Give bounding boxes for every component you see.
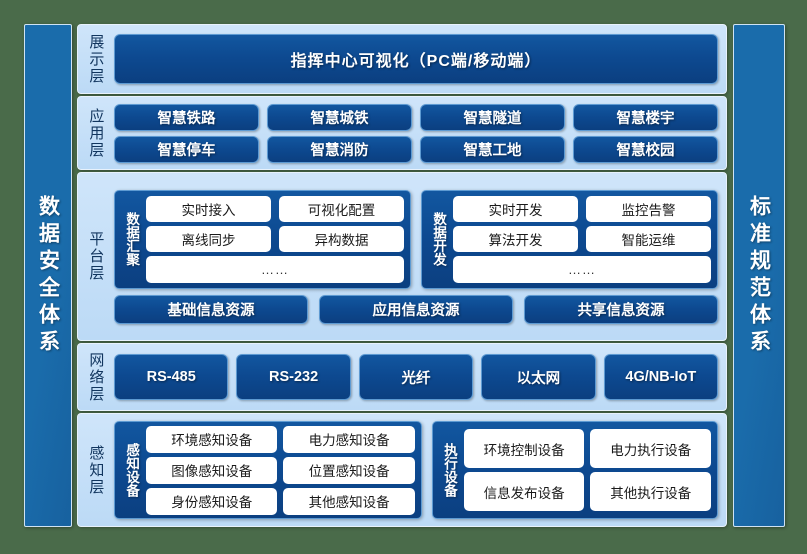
actuator-row-2: 信息发布设备 其他执行设备 <box>463 472 712 511</box>
platform-group-data-development: 数据开发 实时开发 监控告警 算法开发 智能运维 …… <box>421 189 718 289</box>
cell-development-more[interactable]: …… <box>453 255 711 283</box>
cell-algorithm-development[interactable]: 算法开发 <box>453 225 578 252</box>
app-chip-smart-campus[interactable]: 智慧校园 <box>573 135 718 163</box>
cell-other-sensor[interactable]: 其他感知设备 <box>283 487 415 515</box>
layer-platform-body: 数据汇聚 实时接入 可视化配置 离线同步 异构数据 …… <box>112 173 726 340</box>
platform-groups: 数据汇聚 实时接入 可视化配置 离线同步 异构数据 …… <box>114 189 718 289</box>
right-pillar-label: 标准规范体系 <box>747 194 771 357</box>
sensing-group-actuator-devices-label: 执行设备 <box>441 443 457 497</box>
platform-group-data-aggregation-cells: 实时接入 可视化配置 离线同步 异构数据 …… <box>146 195 404 283</box>
platform-group-data-aggregation-label: 数据汇聚 <box>124 212 140 266</box>
cell-identity-sensor[interactable]: 身份感知设备 <box>146 487 278 515</box>
left-pillar-label: 数据安全体系 <box>36 194 60 357</box>
cell-image-sensor[interactable]: 图像感知设备 <box>146 456 278 484</box>
cell-other-actuator[interactable]: 其他执行设备 <box>590 472 712 511</box>
sensor-row-1: 环境感知设备 电力感知设备 <box>146 425 415 453</box>
right-pillar-standards: 标准规范体系 <box>733 24 785 527</box>
layer-platform: 平台层 数据汇聚 实时接入 可视化配置 离线同步 异构数据 <box>77 172 727 341</box>
aggregation-row-2: 离线同步 异构数据 <box>146 225 404 252</box>
layer-display: 展示层 指挥中心可视化（PC端/移动端） <box>77 24 727 94</box>
network-chip-4g-nbiot[interactable]: 4G/NB-IoT <box>603 354 719 400</box>
cell-power-actuator[interactable]: 电力执行设备 <box>590 429 712 468</box>
application-row-1: 智慧铁路 智慧城铁 智慧隧道 智慧楼宇 <box>114 103 718 131</box>
layer-network-label: 网络层 <box>87 351 105 403</box>
platform-group-data-development-label: 数据开发 <box>431 212 447 266</box>
cell-environment-control[interactable]: 环境控制设备 <box>463 429 585 468</box>
resource-chip-application-information[interactable]: 应用信息资源 <box>319 294 513 324</box>
cell-offline-sync[interactable]: 离线同步 <box>146 225 271 252</box>
network-chip-rs232[interactable]: RS-232 <box>236 354 351 400</box>
layer-display-label: 展示层 <box>87 33 105 85</box>
cell-heterogeneous-data[interactable]: 异构数据 <box>279 225 404 252</box>
sensing-group-actuator-devices: 执行设备 环境控制设备 电力执行设备 信息发布设备 其他执行设备 <box>431 421 718 519</box>
sensor-row-3: 身份感知设备 其他感知设备 <box>146 487 415 515</box>
cell-aggregation-more[interactable]: …… <box>146 255 404 283</box>
platform-group-data-aggregation: 数据汇聚 实时接入 可视化配置 离线同步 异构数据 …… <box>114 189 411 289</box>
layer-display-body: 指挥中心可视化（PC端/移动端） <box>112 25 726 93</box>
aggregation-row-1: 实时接入 可视化配置 <box>146 195 404 222</box>
cell-intelligent-ops[interactable]: 智能运维 <box>586 225 711 252</box>
cell-location-sensor[interactable]: 位置感知设备 <box>283 456 415 484</box>
app-chip-smart-construction-site[interactable]: 智慧工地 <box>420 135 565 163</box>
resource-chip-shared-information[interactable]: 共享信息资源 <box>524 294 718 324</box>
layer-network-body: RS-485 RS-232 光纤 以太网 4G/NB-IoT <box>112 344 726 410</box>
cell-monitoring-alarm[interactable]: 监控告警 <box>586 195 711 222</box>
sensor-row-2: 图像感知设备 位置感知设备 <box>146 456 415 484</box>
sensing-groups: 感知设备 环境感知设备 电力感知设备 图像感知设备 位置感知设备 身份感知设备 <box>114 421 718 519</box>
app-chip-smart-tunnel[interactable]: 智慧隧道 <box>420 103 565 131</box>
cell-visual-config[interactable]: 可视化配置 <box>279 195 404 222</box>
display-banner-command-center[interactable]: 指挥中心可视化（PC端/移动端） <box>114 34 718 84</box>
layer-platform-label: 平台层 <box>87 231 105 282</box>
cell-information-release[interactable]: 信息发布设备 <box>463 472 585 511</box>
layer-application-label: 应用层 <box>87 107 105 159</box>
development-row-2: 算法开发 智能运维 <box>453 225 711 252</box>
sensing-group-sensor-devices-grid: 环境感知设备 电力感知设备 图像感知设备 位置感知设备 身份感知设备 其他感知设… <box>146 425 415 515</box>
platform-group-data-development-cells: 实时开发 监控告警 算法开发 智能运维 …… <box>453 195 711 283</box>
actuator-row-1: 环境控制设备 电力执行设备 <box>463 429 712 468</box>
cell-realtime-ingest[interactable]: 实时接入 <box>146 195 271 222</box>
network-chip-fiber[interactable]: 光纤 <box>358 354 474 400</box>
layer-application: 应用层 智慧铁路 智慧城铁 智慧隧道 智慧楼宇 智慧停车 智慧消防 智慧工地 智… <box>77 96 727 170</box>
resource-chip-basic-information[interactable]: 基础信息资源 <box>114 294 308 324</box>
network-chip-ethernet[interactable]: 以太网 <box>481 354 596 400</box>
sensing-group-sensor-devices: 感知设备 环境感知设备 电力感知设备 图像感知设备 位置感知设备 身份感知设备 <box>114 421 422 519</box>
layer-sensing: 感知层 感知设备 环境感知设备 电力感知设备 图像感知设备 位置感知设备 <box>77 413 727 527</box>
cell-environment-sensor[interactable]: 环境感知设备 <box>146 425 278 453</box>
cell-realtime-development[interactable]: 实时开发 <box>453 195 578 222</box>
app-chip-smart-railway[interactable]: 智慧铁路 <box>114 103 259 131</box>
cell-power-sensor[interactable]: 电力感知设备 <box>283 425 415 453</box>
development-row-1: 实时开发 监控告警 <box>453 195 711 222</box>
application-row-2: 智慧停车 智慧消防 智慧工地 智慧校园 <box>114 135 718 163</box>
sensing-group-actuator-devices-grid: 环境控制设备 电力执行设备 信息发布设备 其他执行设备 <box>463 427 712 513</box>
layer-application-body: 智慧铁路 智慧城铁 智慧隧道 智慧楼宇 智慧停车 智慧消防 智慧工地 智慧校园 <box>112 97 726 169</box>
network-chip-rs485[interactable]: RS-485 <box>114 354 229 400</box>
layer-sensing-label: 感知层 <box>87 444 105 496</box>
app-chip-smart-urban-rail[interactable]: 智慧城铁 <box>267 103 412 131</box>
sensing-group-sensor-devices-label: 感知设备 <box>124 443 140 497</box>
layer-sensing-body: 感知设备 环境感知设备 电力感知设备 图像感知设备 位置感知设备 身份感知设备 <box>112 414 726 526</box>
left-pillar-data-security: 数据安全体系 <box>24 24 72 527</box>
app-chip-smart-building[interactable]: 智慧楼宇 <box>573 103 718 131</box>
app-chip-smart-firefighting[interactable]: 智慧消防 <box>267 135 412 163</box>
network-row: RS-485 RS-232 光纤 以太网 4G/NB-IoT <box>114 354 719 400</box>
layer-network: 网络层 RS-485 RS-232 光纤 以太网 4G/NB-IoT <box>77 343 727 411</box>
app-chip-smart-parking[interactable]: 智慧停车 <box>114 135 259 163</box>
platform-resource-row: 基础信息资源 应用信息资源 共享信息资源 <box>114 294 718 324</box>
